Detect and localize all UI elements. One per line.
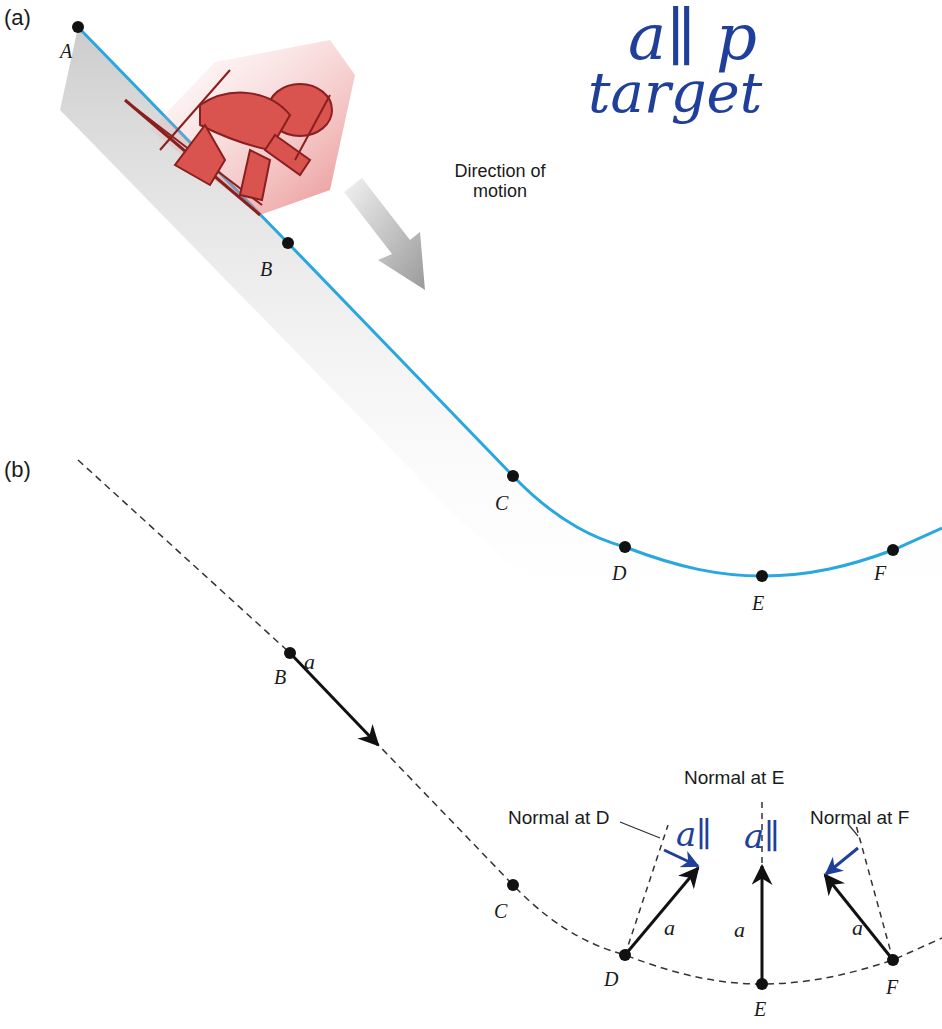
direction-arrow: [344, 178, 425, 290]
normal-label: Normal at F: [810, 808, 909, 829]
point-label: C: [495, 492, 508, 514]
point-label: D: [604, 968, 618, 990]
point-label: D: [612, 562, 626, 584]
vector-label: a⃗: [664, 916, 692, 940]
point-dots: [72, 21, 899, 582]
vector-label: a⃗: [734, 918, 762, 942]
slope-shadow: [60, 27, 942, 650]
panel-label: (a): [4, 6, 31, 30]
panel-label: (b): [4, 458, 31, 482]
point-label: E: [754, 998, 766, 1020]
point-label: B: [260, 258, 272, 280]
path-dashed: [78, 460, 942, 984]
handwritten-note: target: [588, 62, 762, 124]
motion-blur: [150, 40, 355, 215]
motion-label: Direction of motion: [440, 162, 560, 202]
vector-label: a⃗: [304, 650, 332, 674]
point-dots-b: [284, 647, 899, 990]
vector-label: a⃗: [852, 916, 880, 940]
point-label: F: [886, 976, 898, 998]
skier: [125, 70, 332, 215]
point-label: C: [494, 900, 507, 922]
point-label: E: [752, 592, 764, 614]
handwritten-note: a∥: [744, 818, 780, 855]
point-label: B: [274, 666, 286, 688]
slope-line: [78, 27, 942, 576]
point-label: F: [874, 562, 886, 584]
normal-label: Normal at E: [684, 768, 784, 789]
acceleration-vectors: [290, 653, 893, 984]
handwritten-note: a∥: [676, 816, 712, 853]
point-label: A: [60, 40, 72, 62]
normal-label: Normal at D: [508, 808, 609, 829]
